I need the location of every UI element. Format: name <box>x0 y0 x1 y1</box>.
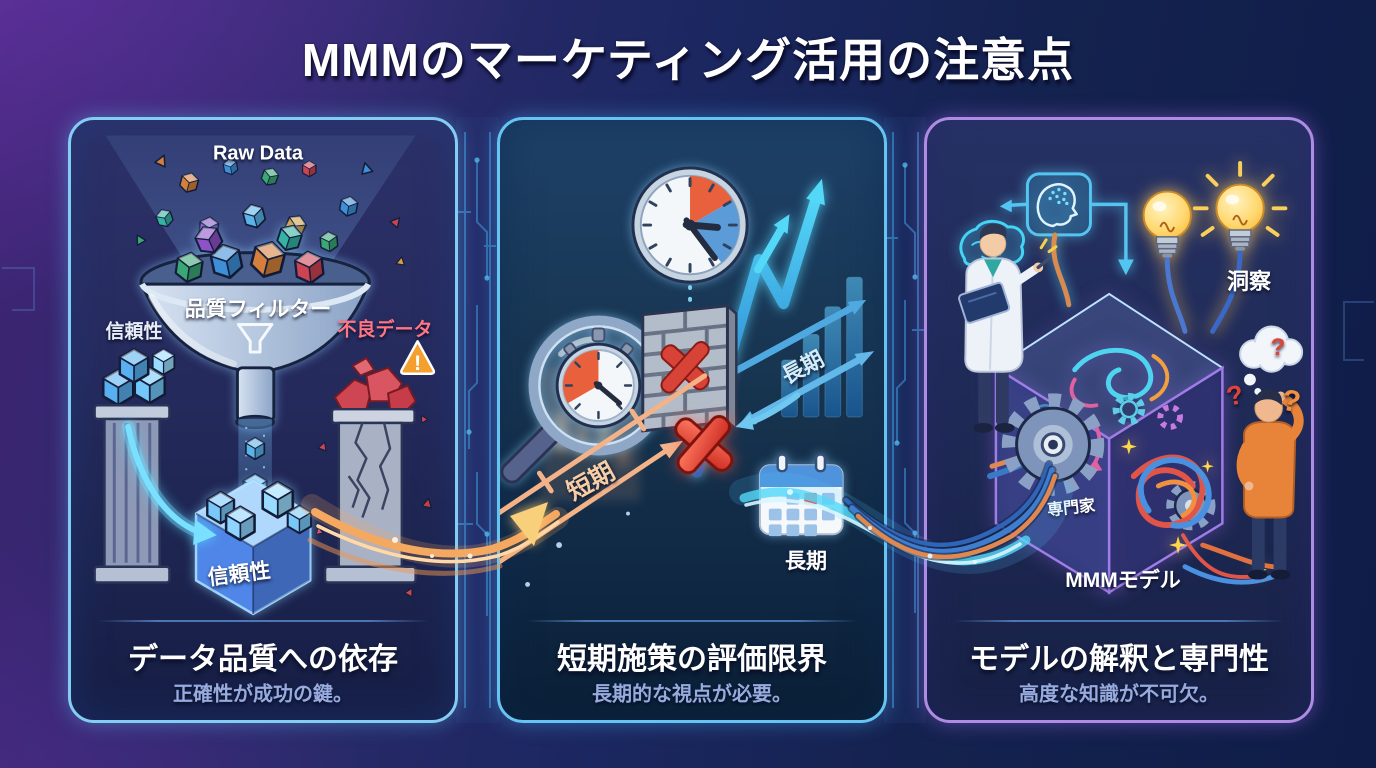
caption-divider <box>97 620 429 622</box>
bad-data-label: 不良データ <box>337 319 433 341</box>
insight-label: 洞察 <box>1226 269 1272 294</box>
expert-label: 専門家 <box>1046 497 1097 520</box>
head-profile-frame-icon <box>999 172 1134 308</box>
bar-chart-icon <box>781 276 863 418</box>
caption-divider <box>953 620 1285 622</box>
panel-subtitle: 長期的な視点が必要。 <box>592 683 792 706</box>
short-term-illustration <box>500 166 875 587</box>
thought-cloud-icon <box>1239 325 1304 395</box>
reliability-cube-icon <box>194 478 313 616</box>
lightbulb-icon <box>1142 161 1288 334</box>
sparkle-dots <box>525 511 630 587</box>
raw-data-label: Raw Data <box>212 142 304 165</box>
calendar-icon <box>758 453 844 537</box>
funnel-glyph-icon <box>236 323 274 354</box>
model-label: MMMモデル <box>1065 569 1181 592</box>
clock-icon <box>631 166 749 284</box>
reliability-label: 信頼性 <box>105 321 163 343</box>
return-arrow-icon <box>735 392 801 430</box>
panel-model-expertise: 洞察 専門家 MMMモデル ? ? ? モデルの解釈と専門性 高度な知識が不可欠… <box>924 117 1314 723</box>
caption-divider <box>526 620 858 622</box>
pillar-cracked <box>314 356 434 598</box>
panel-data-quality: ! Raw Data 品質フィルター 信頼性 不良データ 信頼性 データ品質への… <box>68 117 458 723</box>
panel-subtitle: 高度な知識が不可欠。 <box>1019 683 1219 706</box>
panel-heading: モデルの解釈と専門性 <box>969 643 1269 676</box>
data-quality-illustration: ! <box>93 135 436 616</box>
model-illustration <box>958 161 1304 595</box>
warning-mark: ! <box>414 350 421 375</box>
x-mark-icon <box>674 415 734 475</box>
scientist-figure <box>958 223 1058 433</box>
lightbulb-rays-icon <box>1192 161 1288 252</box>
confused-person-figure <box>1236 389 1304 580</box>
flow-arrow-icon <box>121 420 217 546</box>
warning-icon: ! <box>400 340 436 375</box>
bad-data-rocks <box>333 356 417 415</box>
page-title: MMMのマーケティング活用の注意点 <box>301 34 1075 86</box>
panel-short-term-limits: 短期 長期 長期 短期施策の評価限界 長期的な視点が必要。 <box>497 117 887 723</box>
quality-filter-funnel-icon <box>139 221 371 430</box>
question-mark: ? <box>1270 334 1286 361</box>
quality-filter-label: 品質フィルター <box>184 298 332 321</box>
panel-heading: 短期施策の評価限界 <box>557 643 827 676</box>
wire-tangle <box>1120 438 1277 585</box>
panel-heading: データ品質への依存 <box>128 643 398 676</box>
panel-subtitle: 正確性が成功の鍵。 <box>173 683 353 706</box>
calendar-label: 長期 <box>785 550 827 573</box>
brick-wall-icon <box>641 302 738 433</box>
